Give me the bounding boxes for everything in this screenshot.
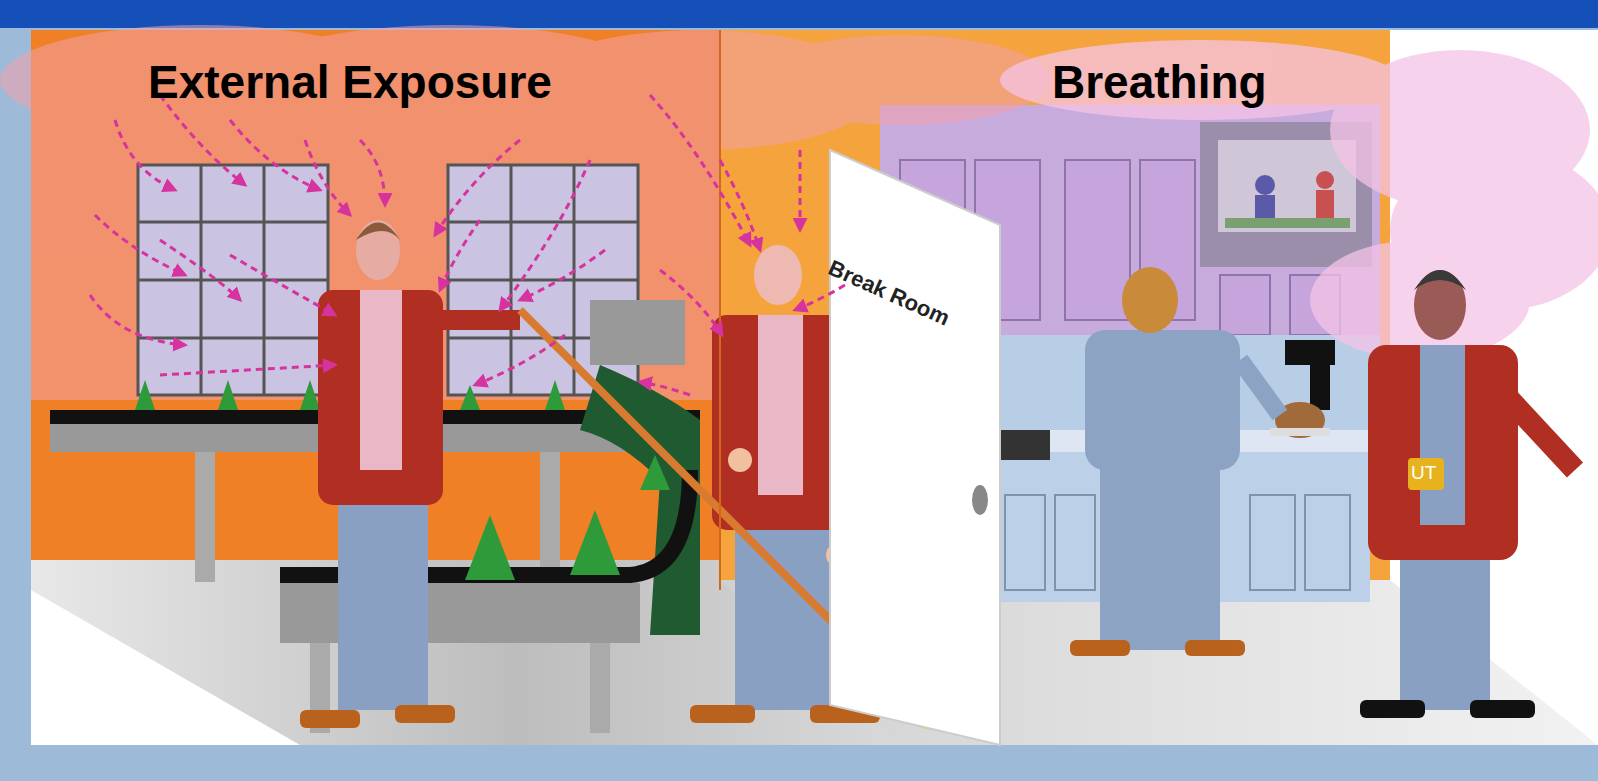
shirt	[758, 315, 803, 495]
jacket	[1368, 345, 1518, 560]
exposure-arrow	[230, 255, 335, 315]
product-cone	[218, 380, 238, 410]
window-bar	[448, 279, 638, 282]
exposure-arrow	[650, 95, 750, 245]
window-bar	[138, 337, 328, 340]
shirt	[1420, 345, 1465, 525]
tv-ground	[1225, 218, 1350, 228]
exposure-arrow	[435, 140, 520, 235]
tv-figure	[1316, 171, 1334, 189]
coffee-maker	[1310, 365, 1330, 410]
window-pane	[138, 165, 328, 395]
tv-figure	[1255, 195, 1275, 220]
exposure-arrow	[640, 382, 690, 395]
cabinet-door	[1005, 495, 1045, 590]
product-cone	[465, 515, 515, 580]
exposure-arrow	[720, 160, 760, 250]
exposure-arrow	[160, 365, 335, 375]
exposure-arrow	[95, 215, 185, 275]
breathing-cloud	[1000, 40, 1598, 360]
table-leg	[195, 452, 215, 582]
panel	[31, 30, 1598, 745]
tv-figure	[1316, 190, 1334, 218]
coffee-maker	[1285, 340, 1335, 365]
product-cone	[300, 380, 320, 410]
mug	[1408, 458, 1444, 490]
exposure-arrow	[475, 335, 565, 385]
exposure-arrow	[305, 140, 350, 215]
panel-heading: Breathing	[1052, 55, 1267, 109]
head	[1414, 270, 1466, 340]
cloud-puff	[1310, 240, 1530, 360]
exposure-arrow	[795, 285, 845, 310]
exposure-arrow	[520, 250, 605, 300]
window-bar	[138, 279, 328, 282]
person-with-mug	[1360, 270, 1575, 718]
exposure-arrow	[440, 220, 480, 290]
exposure-arrow	[230, 120, 320, 190]
coffee-base	[1270, 428, 1330, 436]
head	[1122, 267, 1178, 333]
wall-corner	[719, 30, 721, 590]
shoe	[1470, 700, 1535, 718]
legs	[1100, 460, 1220, 650]
tv-screen	[1218, 140, 1356, 232]
shoe	[1360, 700, 1425, 718]
exposure-arrow	[799, 150, 802, 230]
person-at-coffee	[1070, 267, 1280, 656]
floor-edge	[31, 590, 300, 745]
hair	[1414, 270, 1466, 290]
cabinet-door	[1055, 495, 1095, 590]
torso	[1085, 330, 1240, 470]
cloud-puff	[1000, 40, 1400, 120]
lower-table	[280, 583, 640, 643]
shoe	[1185, 640, 1245, 656]
product-cone	[135, 380, 155, 410]
table-leg	[590, 643, 610, 733]
shoe	[1070, 640, 1130, 656]
window-bar	[138, 221, 328, 224]
arm	[440, 310, 520, 330]
exposure-arrow	[160, 95, 245, 185]
arm	[1240, 360, 1280, 415]
break-room-door	[830, 150, 1000, 745]
product-cone	[545, 380, 565, 410]
overalls	[338, 470, 428, 710]
boot	[395, 705, 455, 723]
exposure-arrows	[90, 95, 845, 395]
header-bar	[0, 0, 1598, 28]
cabinet-door	[1305, 495, 1350, 590]
panel-heading: External Exposure	[148, 55, 552, 109]
worker	[300, 220, 520, 728]
boot	[300, 710, 360, 728]
head	[356, 220, 400, 280]
cabinet-door	[1250, 495, 1295, 590]
exposure-arrow	[90, 295, 185, 345]
arm	[1510, 400, 1575, 470]
hair	[356, 223, 400, 241]
exposure-arrow	[660, 270, 722, 335]
machine	[590, 300, 685, 365]
cabinet-door	[1220, 275, 1270, 335]
hand	[728, 448, 752, 472]
product-cone	[460, 385, 480, 410]
table-leg	[540, 452, 560, 582]
mug-logo: UT	[1411, 462, 1436, 484]
shirt	[360, 290, 402, 470]
exposure-arrow	[360, 140, 385, 205]
sink	[1000, 430, 1050, 460]
jacket	[318, 290, 443, 505]
cabinet-door	[1065, 160, 1130, 320]
exposure-arrow	[160, 240, 240, 300]
door-knob	[972, 485, 988, 515]
exposure-arrow	[115, 120, 175, 190]
head	[754, 245, 802, 305]
tv-figure	[1255, 175, 1275, 195]
product-cone	[570, 510, 620, 575]
exposure-arrow	[500, 160, 590, 310]
boot	[690, 705, 755, 723]
